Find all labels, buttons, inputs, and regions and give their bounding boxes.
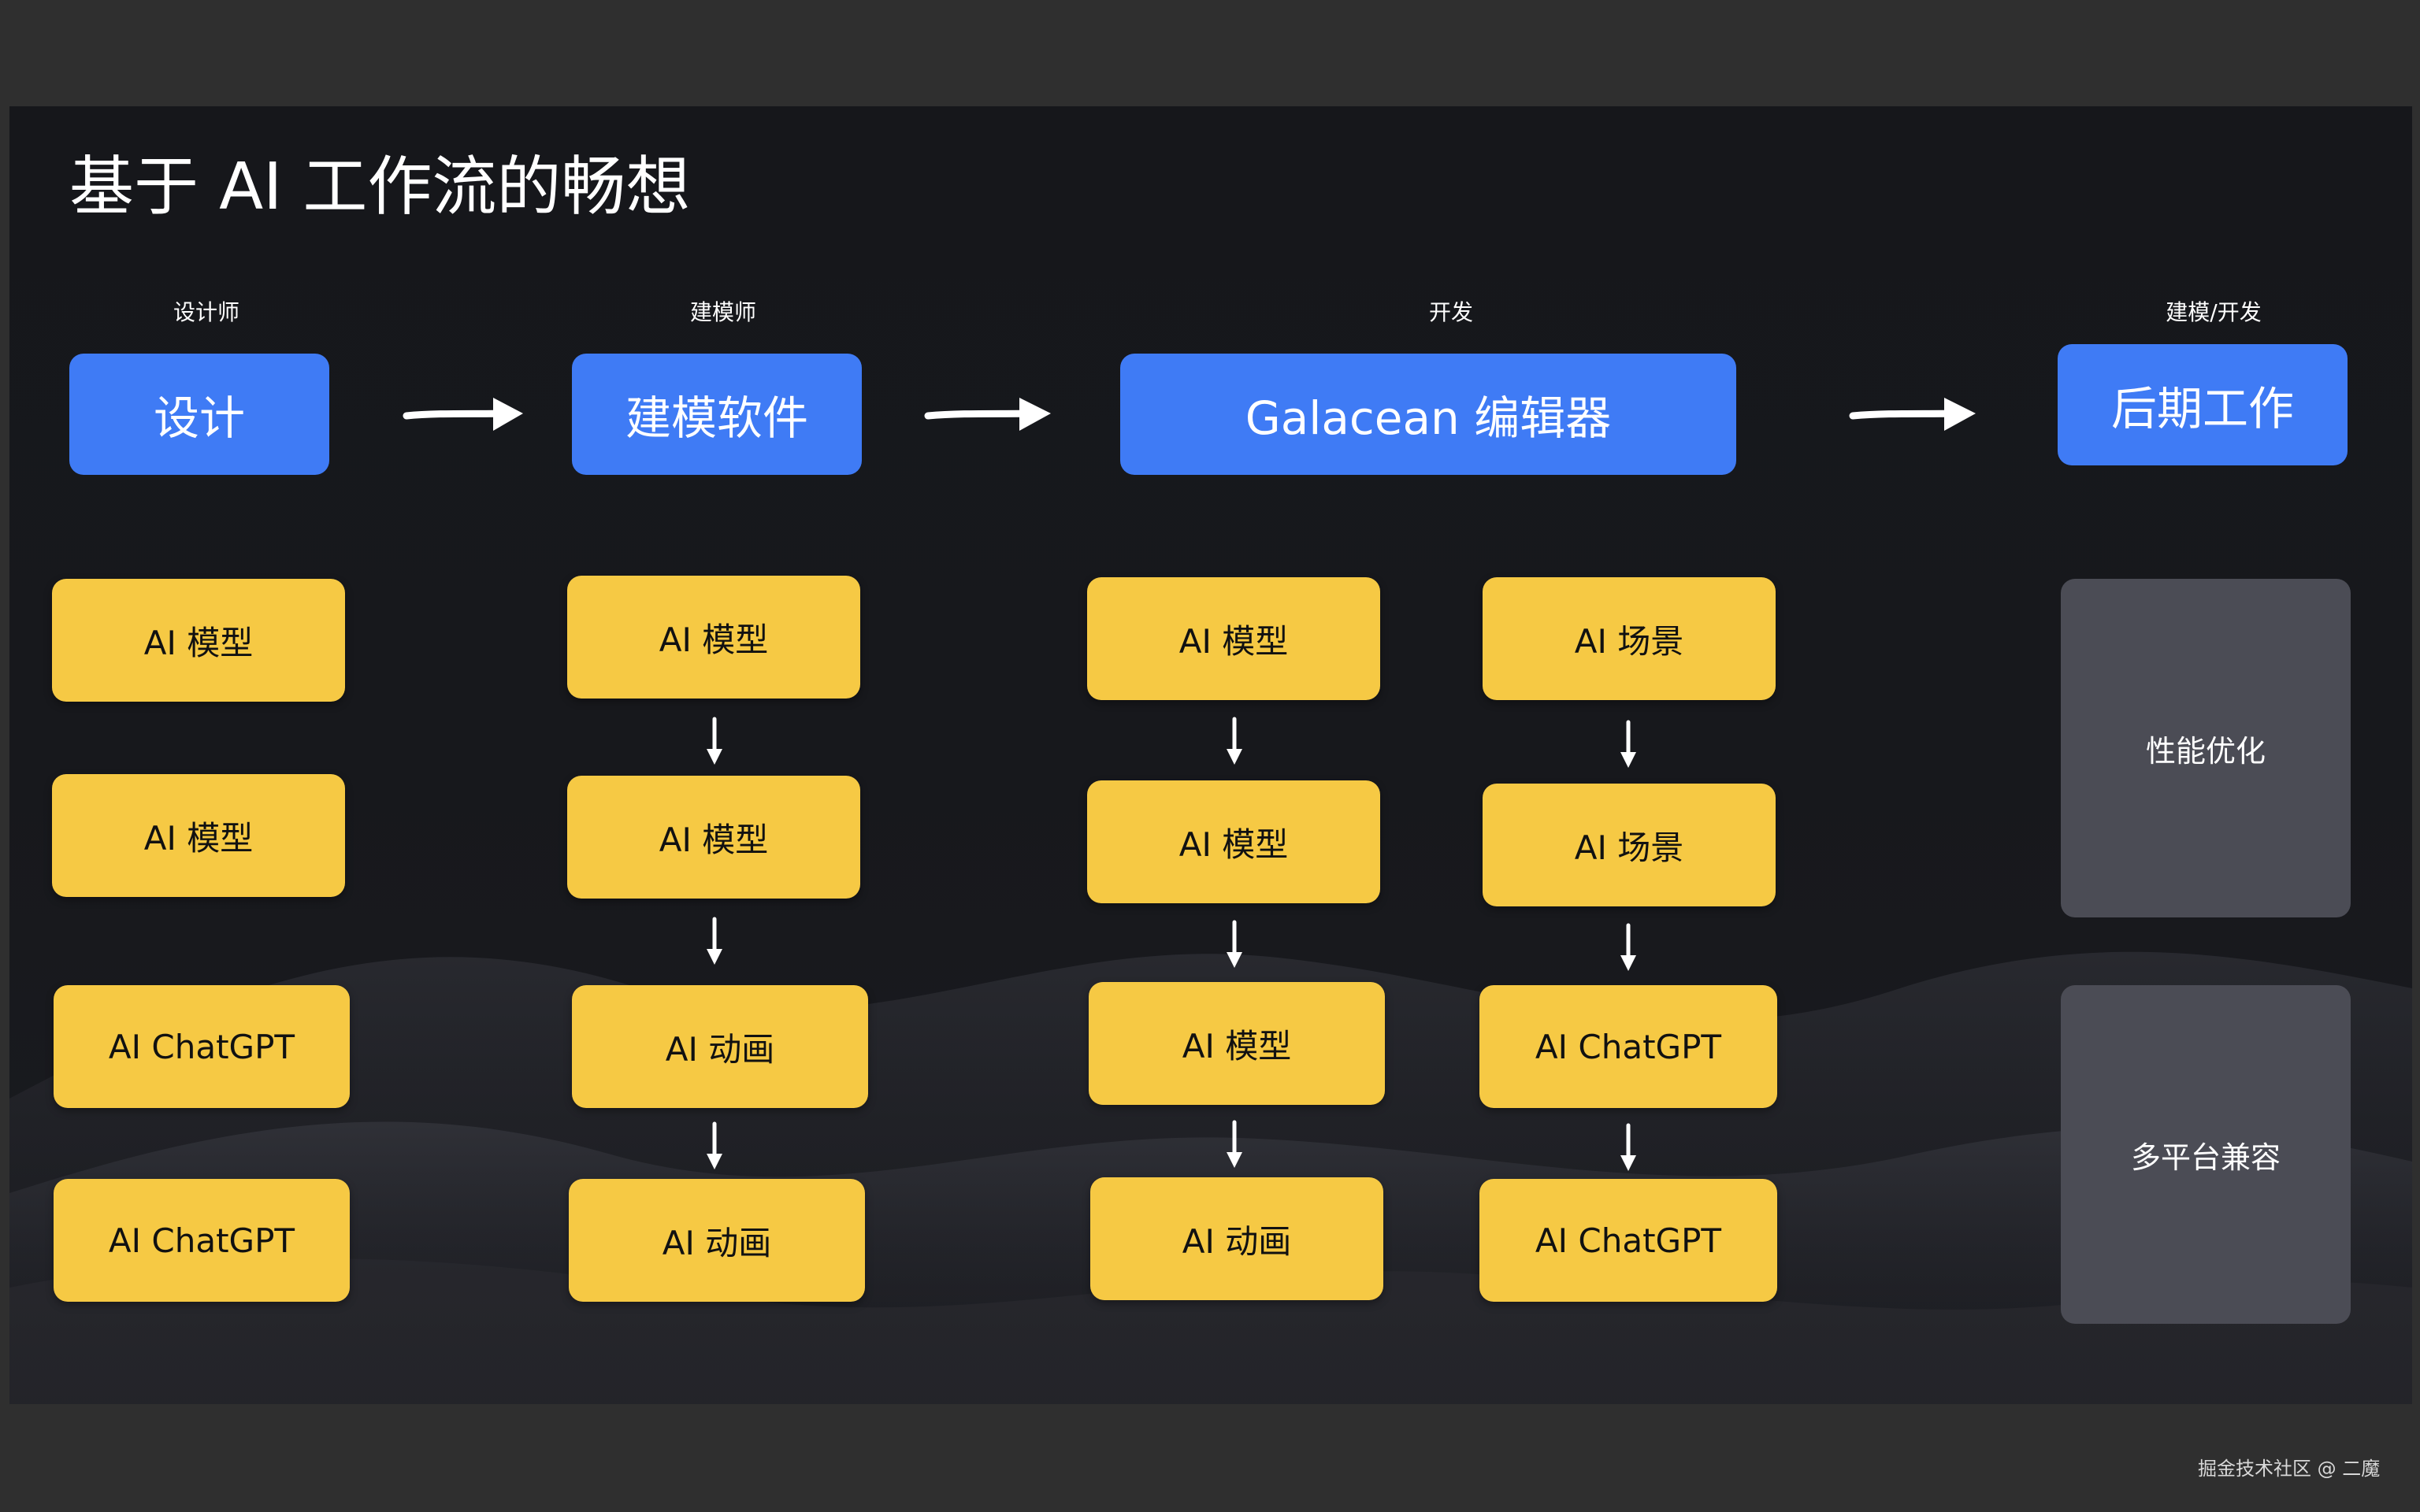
stage-design: 设计 xyxy=(69,354,329,475)
arrow-right-icon xyxy=(1849,398,1976,431)
arrow-right-icon xyxy=(924,398,1051,431)
stage-galacean-editor: Galacean 编辑器 xyxy=(1120,354,1736,475)
arrow-right-icon xyxy=(403,398,523,431)
tool-card: AI ChatGPT xyxy=(1479,985,1777,1108)
tool-card: AI ChatGPT xyxy=(54,1179,350,1302)
tool-card: AI 场景 xyxy=(1483,784,1776,906)
arrow-down-icon xyxy=(1620,1123,1636,1171)
tool-card: AI ChatGPT xyxy=(54,985,350,1108)
tool-card: AI 模型 xyxy=(1089,982,1385,1105)
stage-post-production: 后期工作 xyxy=(2058,344,2348,465)
arrow-down-icon xyxy=(1620,720,1636,768)
tool-card: AI 模型 xyxy=(52,774,345,897)
tool-card: AI 动画 xyxy=(1090,1177,1383,1300)
tool-card: AI 模型 xyxy=(567,776,860,899)
watermark: 掘金技术社区 @ 二魔 xyxy=(2198,1458,2381,1480)
arrow-down-icon xyxy=(707,717,722,765)
tool-card: AI 模型 xyxy=(567,576,860,699)
tool-card: AI 动画 xyxy=(572,985,868,1108)
role-label-modeler-developer: 建模/开发 xyxy=(2166,299,2262,325)
tool-card: AI 动画 xyxy=(569,1179,865,1302)
role-label-modeler: 建模师 xyxy=(689,299,756,325)
role-label-designer: 设计师 xyxy=(173,299,239,325)
slide-title: 基于 AI 工作流的畅想 xyxy=(69,150,691,224)
arrow-down-icon xyxy=(1620,923,1636,971)
slide: 基于 AI 工作流的畅想 设计师 建模师 开发 建模/开发 设计 建模软件 Ga… xyxy=(9,106,2412,1404)
stage-modeling-software: 建模软件 xyxy=(572,354,862,475)
role-label-developer: 开发 xyxy=(1428,299,1473,325)
task-card-performance: 性能优化 xyxy=(2061,579,2351,917)
tool-card: AI 模型 xyxy=(1087,577,1380,700)
tool-card: AI 模型 xyxy=(52,579,345,702)
arrow-down-icon xyxy=(1227,717,1242,765)
arrow-down-icon xyxy=(707,1121,722,1169)
task-card-cross-platform: 多平台兼容 xyxy=(2061,985,2351,1324)
arrow-down-icon xyxy=(1227,920,1242,968)
arrow-down-icon xyxy=(1227,1120,1242,1168)
tool-card: AI 场景 xyxy=(1483,577,1776,700)
tool-card: AI ChatGPT xyxy=(1479,1179,1777,1302)
tool-card: AI 模型 xyxy=(1087,780,1380,903)
arrow-down-icon xyxy=(707,917,722,965)
